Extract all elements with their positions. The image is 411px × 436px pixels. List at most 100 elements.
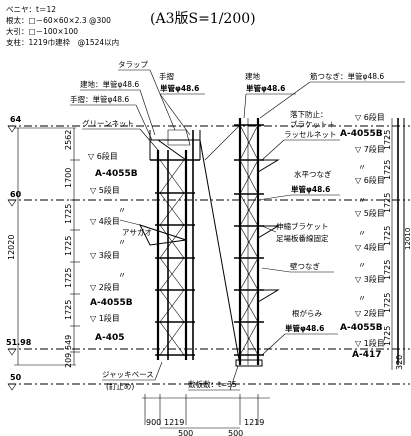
bdim-1219-b: 1219	[244, 418, 264, 427]
label-ashiba: 足場板番線固定	[276, 233, 329, 243]
right-codes: A-4055B A-4055B A-417	[340, 129, 383, 360]
dim-1725-d: 1725	[64, 300, 73, 320]
rdim-12010: 12010	[404, 228, 411, 250]
right-quote-4: 〃	[358, 261, 366, 270]
right-level-4: ▽ 4段目	[355, 242, 385, 252]
dim-12020: 12020	[7, 235, 16, 260]
spec-line-4: 支柱：1219巾建枠 @1524以内	[6, 37, 119, 47]
right-dimension-chain: 1725 1725 1725 1725 1725 1725 1725 12010…	[383, 118, 411, 370]
bottom-dimensions: 900 1219 500 500 1219	[142, 394, 270, 436]
label-rakka-boushi: 落下防止：	[290, 109, 328, 119]
label-hashigo: 建地：単管φ48.6	[80, 79, 139, 89]
elev-60: 60	[10, 190, 22, 199]
label-tarappu: タラップ	[118, 60, 148, 69]
label-green-net: グリーンネット	[82, 118, 134, 128]
spec-line-3: 大引：□－100×100	[6, 26, 78, 36]
spec-block: ベニヤ：t＝12 根太：□－60×60×2.3 @300 大引：□－100×10…	[6, 5, 119, 47]
elev-50-marker	[7, 383, 17, 391]
left-levels: ▽ 6段目 ▽ 5段目 ▽ 4段目 ▽ 3段目 ▽ 2段目 ▽ 1段目 〃 〃 …	[88, 151, 126, 323]
spec-line-1: ベニヤ：t＝12	[6, 5, 56, 14]
elev-60-marker	[7, 199, 17, 207]
rdim-1725-d: 1725	[383, 226, 392, 246]
dim-1725-c: 1725	[64, 268, 73, 288]
label-kumitsunagi: 筋つなぎ：単管φ48.6	[310, 71, 384, 81]
scale-title: (A3版S=1/200)	[150, 11, 256, 27]
right-code-mid: A-4055B	[340, 323, 383, 333]
right-code-bot: A-417	[352, 350, 382, 360]
label-tateji-mid: 建地	[245, 71, 260, 81]
left-dimension-chain: 2562 1700 1725 1725 1725 1725 549 209	[64, 128, 80, 368]
left-total-dimension: 12020	[7, 127, 76, 366]
right-quote-2: 〃	[358, 196, 366, 205]
spec-line-2: 根太：□－60×60×2.3 @300	[6, 15, 111, 25]
dim-209: 209	[64, 353, 73, 368]
label-nekarami: 根がらみ	[292, 308, 322, 318]
label-nekarami-pipe: 単管φ48.6	[285, 323, 324, 333]
dim-1700: 1700	[64, 168, 73, 188]
label-asagao: アサガオ	[122, 227, 152, 237]
rdim-1725-b: 1725	[383, 160, 392, 180]
callouts: タラップ 手摺 単管φ48.6 建地：単管φ48.6 手摺：単管φ48.6 グリ…	[70, 60, 405, 391]
label-suihei: 水平つなぎ	[294, 169, 332, 179]
rdim-1725-a: 1725	[383, 130, 392, 150]
elev-50: 50	[10, 373, 22, 382]
dim-1725-b: 1725	[64, 236, 73, 256]
label-shikiita: 敷板敷：t=35	[188, 379, 237, 389]
right-level-6: ▽ 6段目	[355, 175, 385, 185]
right-level-3: ▽ 3段目	[355, 274, 385, 284]
bdim-1219-a: 1219	[164, 418, 184, 427]
label-suihei-pipe: 単管φ48.6	[291, 184, 330, 194]
right-level-7: ▽ 7段目	[355, 144, 385, 154]
rdim-1725-c: 1725	[383, 193, 392, 213]
right-levels: ▽ 6段目 ▽ 7段目 ▽ 6段目 ▽ 5段目 ▽ 4段目 ▽ 3段目 ▽ 2段…	[355, 112, 385, 348]
left-code-top: A-4055B	[95, 169, 138, 179]
right-level-2: ▽ 2段目	[355, 308, 385, 318]
right-level-8: ▽ 6段目	[355, 112, 385, 122]
label-tesuri-top-pipe: 単管φ48.6	[160, 83, 199, 93]
left-level-6: ▽ 6段目	[88, 151, 118, 161]
right-level-1: ▽ 1段目	[355, 338, 385, 348]
dim-549: 549	[64, 335, 73, 350]
label-rasseru: ラッセルネット	[284, 130, 337, 139]
left-scaffold-tower	[119, 129, 201, 360]
right-level-5: ▽ 5段目	[355, 208, 385, 218]
bdim-500-a: 500	[178, 429, 193, 436]
left-codes: A-4055B A-4055B A-405	[90, 169, 138, 343]
left-level-4: ▽ 4段目	[90, 216, 120, 226]
left-code-mid: A-4055B	[90, 298, 133, 308]
middle-scaffold-tower	[199, 118, 280, 367]
label-jack: ジャッキベース	[102, 370, 154, 379]
label-kabe-tsunagi: 壁つなぎ	[290, 261, 320, 271]
left-level-3: ▽ 3段目	[90, 250, 120, 260]
left-quote-1: 〃	[118, 238, 126, 247]
elev-64-marker	[7, 125, 17, 133]
right-code-top: A-4055B	[340, 129, 383, 139]
elev-5198-marker	[7, 348, 17, 356]
dim-2562: 2562	[64, 130, 73, 150]
right-quote-1: 〃	[358, 163, 366, 172]
label-tesuri-top: 手摺	[159, 71, 174, 81]
label-bracket: ブラケット＋	[290, 119, 335, 129]
right-scaffold-column	[397, 118, 405, 365]
left-quote-3: 〃	[118, 206, 126, 215]
rdim-1725-e: 1725	[383, 260, 392, 280]
elev-5198: 51.98	[6, 338, 32, 347]
label-shinshuku: 伸縮ブラケット	[276, 221, 329, 231]
label-tateji-mid-pipe: 単管φ48.6	[246, 83, 285, 93]
right-quote-5: 〃	[358, 294, 366, 303]
right-quote-3: 〃	[358, 229, 366, 238]
rdim-1725-g: 1725	[383, 326, 392, 346]
dim-1725-a: 1725	[64, 204, 73, 224]
left-code-bot: A-405	[95, 333, 125, 343]
left-level-5: ▽ 5段目	[90, 185, 120, 195]
rdim-320: 320	[395, 355, 404, 370]
rdim-1725-f: 1725	[383, 293, 392, 313]
left-level-2: ▽ 2段目	[90, 282, 120, 292]
label-jack-sub: (釘止め)	[106, 381, 134, 391]
left-quote-2: 〃	[118, 271, 126, 280]
bdim-900: 900	[146, 418, 161, 427]
label-tesuri-left: 手摺：単管φ48.6	[70, 94, 129, 104]
bdim-500-b: 500	[228, 429, 243, 436]
elev-64: 64	[10, 115, 22, 124]
